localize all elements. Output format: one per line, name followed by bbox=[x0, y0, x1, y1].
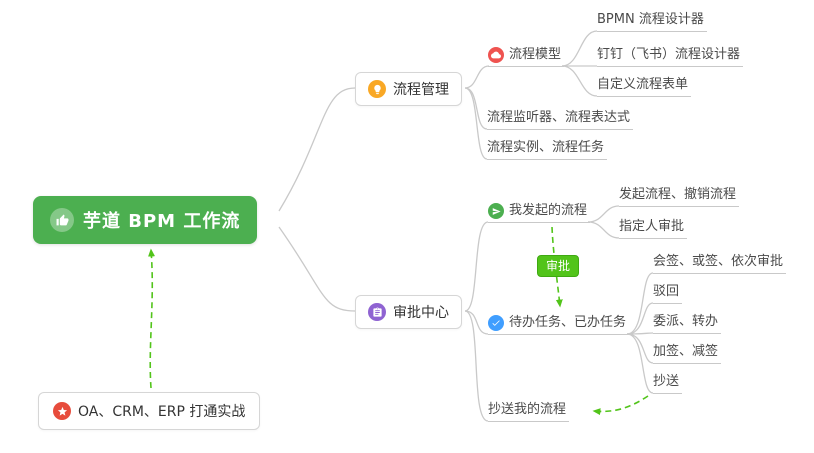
approval-summary-badge[interactable]: 审批 bbox=[537, 255, 580, 277]
send-icon bbox=[488, 203, 504, 219]
lightbulb-icon bbox=[368, 80, 386, 98]
cc-label: 抄送 bbox=[653, 374, 680, 389]
node-custom-form[interactable]: 自定义流程表单 bbox=[597, 77, 692, 97]
reject-label: 驳回 bbox=[653, 284, 680, 299]
node-todo-done[interactable]: 待办任务、已办任务 bbox=[488, 315, 630, 335]
check-icon bbox=[488, 315, 504, 331]
node-dingtalk-designer[interactable]: 钉钉（飞书）流程设计器 bbox=[597, 47, 744, 67]
clipboard-icon bbox=[368, 303, 386, 321]
node-listener-expression[interactable]: 流程监听器、流程表达式 bbox=[487, 110, 634, 130]
thumbs-up-icon bbox=[50, 208, 74, 232]
node-process-management[interactable]: 流程管理 bbox=[355, 72, 462, 106]
node-my-initiated[interactable]: 我发起的流程 bbox=[488, 203, 591, 223]
node-practice[interactable]: OA、CRM、ERP 打通实战 bbox=[38, 392, 261, 430]
dingtalk-designer-label: 钉钉（飞书）流程设计器 bbox=[597, 47, 741, 62]
arrow-practice-to-root bbox=[148, 248, 156, 389]
arrow-initiated-to-todo bbox=[551, 226, 563, 308]
node-delegate-transfer[interactable]: 委派、转办 bbox=[653, 314, 722, 334]
initiate-cancel-label: 发起流程、撤销流程 bbox=[619, 187, 737, 202]
countersign-modes-label: 会签、或签、依次审批 bbox=[653, 254, 784, 269]
arrow-cc-to-ccmyprocess bbox=[592, 395, 649, 416]
node-instance-task[interactable]: 流程实例、流程任务 bbox=[487, 140, 608, 160]
node-process-model[interactable]: 流程模型 bbox=[488, 47, 565, 67]
node-assignee-approval[interactable]: 指定人审批 bbox=[619, 219, 688, 239]
approval-summary-badge-label: 审批 bbox=[546, 259, 571, 273]
process-management-label: 流程管理 bbox=[393, 82, 449, 98]
custom-form-label: 自定义流程表单 bbox=[597, 77, 689, 92]
delegate-transfer-label: 委派、转办 bbox=[653, 314, 719, 329]
cloud-icon bbox=[488, 47, 504, 63]
approval-center-label: 审批中心 bbox=[393, 305, 449, 321]
instance-task-label: 流程实例、流程任务 bbox=[487, 140, 605, 155]
process-model-label: 流程模型 bbox=[509, 47, 562, 62]
node-reject[interactable]: 驳回 bbox=[653, 284, 683, 304]
node-cc-my-process[interactable]: 抄送我的流程 bbox=[488, 402, 570, 422]
listener-expression-label: 流程监听器、流程表达式 bbox=[487, 110, 631, 125]
node-countersign-modes[interactable]: 会签、或签、依次审批 bbox=[653, 254, 787, 274]
node-approval-center[interactable]: 审批中心 bbox=[355, 295, 462, 329]
cc-my-process-label: 抄送我的流程 bbox=[488, 402, 567, 417]
assignee-approval-label: 指定人审批 bbox=[619, 219, 685, 234]
practice-label: OA、CRM、ERP 打通实战 bbox=[78, 404, 246, 420]
add-reduce-sign-label: 加签、减签 bbox=[653, 344, 719, 359]
root-node-bpm-workflow[interactable]: 芋道 BPM 工作流 bbox=[33, 196, 258, 244]
bpmn-designer-label: BPMN 流程设计器 bbox=[597, 12, 704, 27]
star-icon bbox=[53, 402, 71, 420]
my-initiated-label: 我发起的流程 bbox=[509, 203, 588, 218]
root-label: 芋道 BPM 工作流 bbox=[83, 211, 241, 232]
todo-done-label: 待办任务、已办任务 bbox=[509, 315, 627, 330]
node-cc[interactable]: 抄送 bbox=[653, 374, 683, 394]
node-bpmn-designer[interactable]: BPMN 流程设计器 bbox=[597, 12, 707, 32]
node-initiate-cancel[interactable]: 发起流程、撤销流程 bbox=[619, 187, 740, 207]
node-add-reduce-sign[interactable]: 加签、减签 bbox=[653, 344, 722, 364]
